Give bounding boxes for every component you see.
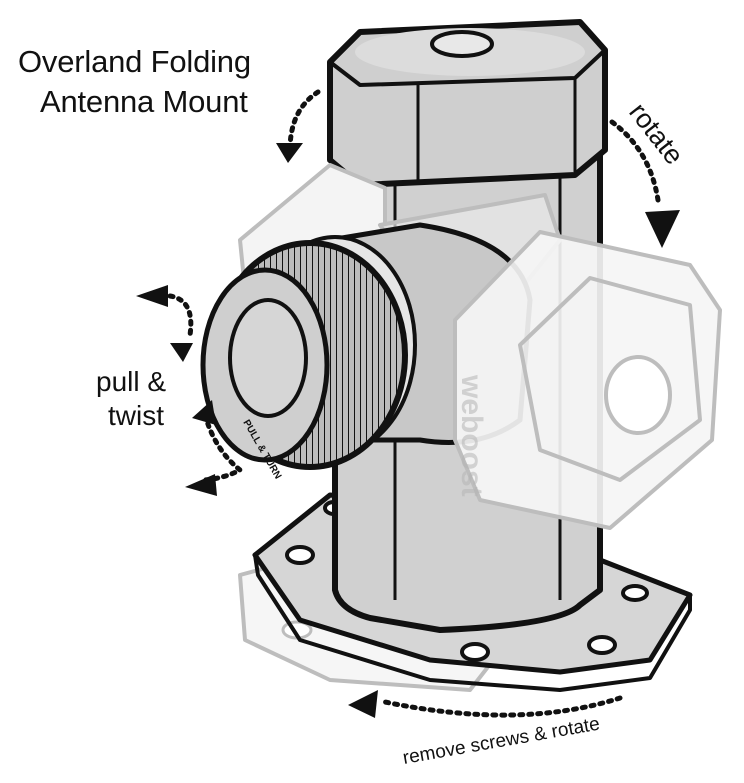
arrowhead-left: [276, 143, 303, 163]
screw-hole: [589, 637, 615, 653]
ghost-hex-hole: [606, 357, 670, 433]
brand-text: weboost: [455, 374, 488, 497]
pull-twist-label-line-1: pull &: [96, 366, 166, 398]
rotate-arrow-left: [290, 92, 318, 150]
page-title-line-1: Overland Folding: [18, 44, 251, 80]
arrowhead-right: [645, 210, 680, 248]
page-title-line-2: Antenna Mount: [40, 84, 248, 120]
base-rotate-arrow: [385, 698, 620, 715]
pull-twist-label-line-2: twist: [108, 400, 164, 432]
arrowhead-twist-up: [192, 400, 216, 425]
knob-face-inner: [230, 300, 306, 416]
remove-screws-label: remove screws & rotate: [401, 714, 601, 769]
arrowhead-twist-left: [185, 474, 217, 496]
screw-hole: [623, 586, 647, 600]
screw-hole: [462, 644, 488, 660]
top-mounting-hole: [432, 32, 492, 56]
screw-hole: [287, 547, 313, 563]
rotate-label: rotate: [623, 97, 689, 170]
arrowhead-base: [348, 690, 378, 718]
arrowhead-pull-left: [136, 285, 168, 307]
pull-arrow-top: [170, 296, 191, 335]
arrowhead-pull-down: [170, 343, 193, 362]
ghost-hex-block-right: [455, 232, 720, 528]
